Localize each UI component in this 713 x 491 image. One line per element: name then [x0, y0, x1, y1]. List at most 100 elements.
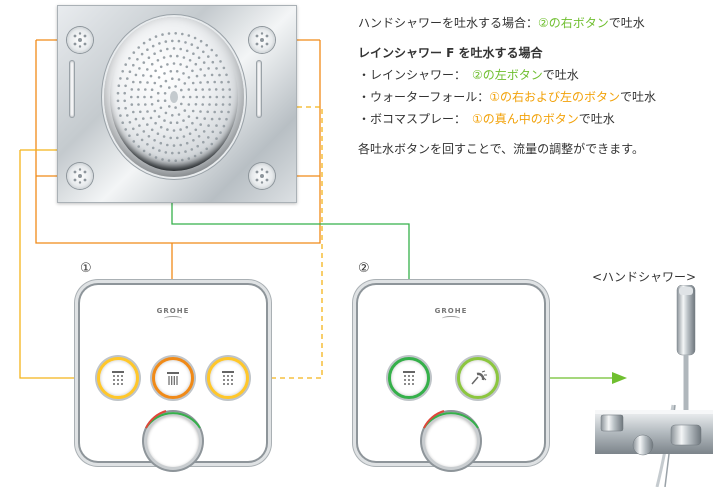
nozzle-dot — [177, 151, 181, 155]
nozzle-dot — [161, 158, 164, 161]
nozzle-dot — [166, 47, 169, 51]
nozzle-dot — [139, 110, 142, 114]
hand-shower-button[interactable] — [457, 357, 499, 399]
valve-2-number: ② — [358, 261, 370, 276]
nozzle-dot — [194, 88, 198, 91]
nozzle-dot — [222, 124, 226, 128]
nozzle-dot — [157, 76, 161, 79]
nozzle-dot — [159, 65, 163, 69]
nozzle-dot — [124, 63, 127, 66]
nozzle-dot — [191, 81, 195, 85]
rain-shower-button[interactable] — [388, 357, 430, 399]
nozzle-dot — [182, 95, 185, 99]
nozzle-dot — [220, 80, 223, 84]
spray-nozzle-bottom-left-icon — [67, 163, 93, 189]
nozzle-dot — [171, 39, 174, 43]
nozzle-dot — [175, 70, 179, 73]
nozzle-dot — [143, 95, 146, 99]
nozzle-dot — [182, 56, 186, 59]
waterfall-slot-left — [70, 61, 74, 117]
spray-icon — [112, 371, 124, 385]
nozzle-dot — [203, 117, 206, 120]
nozzle-dot — [147, 56, 151, 59]
nozzle-dot — [140, 52, 144, 56]
nozzle-dot — [117, 107, 121, 110]
nozzle-dot — [222, 95, 225, 99]
nozzle-dot — [164, 79, 168, 83]
nozzle-dot — [159, 141, 163, 145]
nozzle-dot — [171, 151, 174, 155]
nozzle-dot — [213, 110, 216, 114]
nozzle-dot — [206, 80, 209, 84]
nozzle-dot — [130, 95, 133, 99]
nozzle-dot — [169, 54, 172, 58]
nozzle-dot — [136, 58, 139, 61]
nozzle-dot — [202, 61, 206, 64]
nozzle-dot — [153, 139, 156, 142]
grohe-logo: GROHE — [358, 307, 544, 321]
nozzle-dot — [210, 142, 214, 146]
bullet-rain-shower: ・レインシャワー： ②の左ボタンで吐水 — [358, 68, 579, 82]
nozzle-dot — [138, 67, 141, 70]
nozzle-dot — [183, 109, 187, 112]
nozzle-dot — [215, 54, 218, 57]
nozzle-dot — [202, 95, 205, 99]
nozzle-dot — [132, 127, 135, 131]
nozzle-dot — [188, 59, 192, 62]
nozzle-dot — [188, 132, 192, 135]
nozzle-dot — [126, 114, 129, 117]
nozzle-dot — [185, 49, 189, 53]
spray-nozzle-top-right-icon — [249, 27, 275, 53]
bokoma-spray-button[interactable] — [152, 357, 194, 399]
bullet-waterfall: ・ウォーターフォール：①の右および左のボタンで吐水 — [358, 90, 657, 104]
flow-adjust-note: 各吐水ボタンを回すことで、流量の調整ができます。 — [358, 142, 644, 156]
nozzle-dot — [185, 125, 189, 129]
nozzle-dot — [197, 56, 201, 59]
nozzle-dot — [169, 70, 173, 73]
bullet-bokoma-spray: ・ボコマスプレー： ①の真ん中のボタンで吐水 — [358, 112, 615, 126]
nozzle-dot — [187, 157, 191, 160]
nozzle-dot — [199, 110, 202, 113]
nozzle-dot — [185, 141, 189, 145]
spray-nozzle-top-left-icon — [67, 27, 93, 53]
nozzle-dot — [153, 81, 157, 85]
waterfall-left-button[interactable] — [97, 357, 139, 399]
nozzle-dot — [227, 80, 230, 84]
nozzle-dot — [187, 76, 191, 79]
nozzle-dot — [163, 72, 166, 75]
nozzle-dot — [151, 146, 155, 150]
nozzle-dot — [153, 52, 156, 55]
nozzle-dot — [215, 67, 218, 70]
nozzle-dot — [124, 106, 127, 110]
nozzle-dot — [210, 73, 214, 77]
nozzle-dot — [149, 74, 153, 78]
nozzle-dot — [171, 114, 174, 117]
nozzle-dot — [202, 50, 205, 54]
nozzle-dot — [132, 51, 136, 54]
nozzle-dot — [130, 88, 134, 91]
temperature-knob[interactable] — [423, 410, 479, 467]
nozzle-dot — [227, 110, 230, 114]
nozzle-dot — [136, 95, 140, 99]
nozzle-dot — [174, 85, 177, 88]
nozzle-dot — [175, 121, 179, 124]
nozzle-dot — [225, 73, 228, 77]
nozzle-dot — [154, 35, 158, 38]
rain-shower-heading: レインシャワー F を吐水する場合 — [358, 46, 543, 60]
nozzle-dot — [146, 48, 149, 51]
temperature-knob[interactable] — [145, 410, 201, 467]
waterfall-right-button[interactable] — [207, 357, 249, 399]
valve-1-number: ① — [80, 261, 92, 276]
nozzle-dot — [146, 123, 149, 126]
nozzle-dot — [176, 54, 179, 58]
nozzle-dot — [132, 110, 135, 114]
spray-nozzle-bottom-right-icon — [249, 163, 275, 189]
nozzle-dot — [137, 88, 140, 91]
nozzle-dot — [174, 106, 177, 109]
nozzle-dot — [140, 138, 144, 142]
nozzle-dot — [128, 121, 132, 124]
nozzle-dot — [161, 33, 164, 36]
nozzle-dot — [128, 70, 132, 73]
nozzle-dot — [159, 125, 163, 129]
nozzle-dot — [195, 116, 199, 120]
